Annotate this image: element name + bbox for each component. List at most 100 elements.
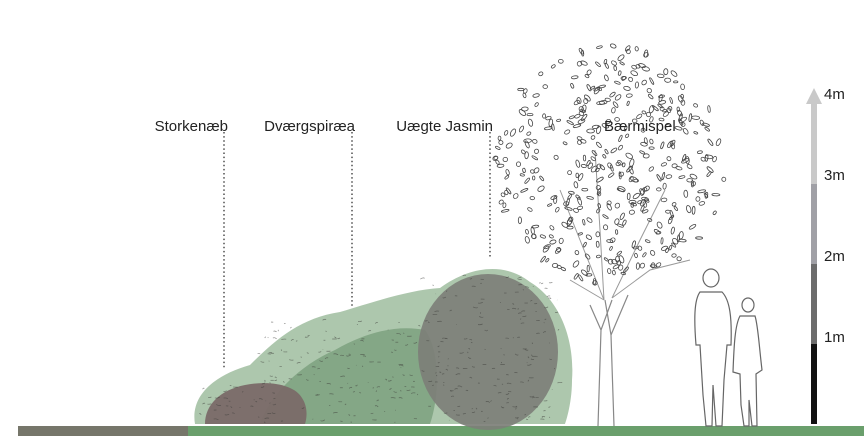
tree-leaf xyxy=(648,166,654,172)
shrub-leaf-stroke xyxy=(462,274,466,277)
tree-leaf xyxy=(596,188,602,196)
tree-leaf xyxy=(573,99,580,106)
tree-leaf xyxy=(595,167,600,173)
tree-leaf xyxy=(671,163,678,169)
tree-leaf xyxy=(524,236,530,244)
tree-leaf xyxy=(524,177,531,184)
shrub-leaf-stroke xyxy=(471,366,475,368)
shrub-leaf-stroke xyxy=(352,391,356,393)
tree-leaf xyxy=(649,264,658,268)
tree-leaf xyxy=(502,202,507,209)
tree-leaf xyxy=(527,118,534,127)
shrub-leaf-stroke xyxy=(290,339,294,341)
tree-leaf xyxy=(532,175,536,181)
tree-leaf xyxy=(566,120,574,126)
tree-leaf xyxy=(542,113,547,119)
tree-leaf xyxy=(617,54,625,61)
tree-leaf xyxy=(622,219,627,226)
tree-leaf xyxy=(677,109,683,117)
tree-leaf xyxy=(626,100,630,107)
scale-label-3m: 3m xyxy=(824,167,845,184)
shrub-leaf-stroke xyxy=(403,332,405,334)
tree-leaf xyxy=(661,172,666,181)
tree-leaf xyxy=(555,206,560,213)
tree-leaf xyxy=(669,139,676,147)
tree-leaf xyxy=(660,141,665,150)
tree-leaf xyxy=(623,85,631,91)
shrub-leaf-stroke xyxy=(264,417,270,419)
shrub-leaf-stroke xyxy=(346,354,352,357)
tree-leaf xyxy=(662,182,667,190)
tree-leaf xyxy=(525,229,529,235)
tree-leaf xyxy=(666,156,672,162)
tree-leaf xyxy=(580,113,588,122)
tree-leaf xyxy=(580,269,588,276)
shrub-leaf-stroke xyxy=(322,318,327,321)
tree-leaf xyxy=(596,100,605,106)
tree-leaf xyxy=(533,167,540,174)
tree-leaf xyxy=(675,166,683,171)
shrub-leaf-stroke xyxy=(418,325,421,327)
tree-leaf xyxy=(686,205,692,214)
tree-leaf xyxy=(656,187,662,192)
tree-leaf xyxy=(590,156,596,162)
tree-leaf xyxy=(649,77,655,85)
tree-leaf xyxy=(616,187,625,193)
tree-leaf xyxy=(614,117,620,122)
tree-trunk xyxy=(589,294,629,427)
tree-leaf xyxy=(601,123,610,129)
shrub-leaf-stroke xyxy=(450,395,455,397)
tree-leaf xyxy=(614,94,622,101)
shrub-leaf-stroke xyxy=(435,372,437,374)
tree-leaf xyxy=(625,93,633,98)
tree-leaf xyxy=(690,180,694,188)
tree-leaf xyxy=(647,218,653,222)
tree-leaf xyxy=(634,81,639,89)
shrub-leaf-stroke xyxy=(337,337,341,340)
shrub-leaf-stroke xyxy=(268,352,273,354)
shrub-leaf-stroke xyxy=(437,361,440,364)
tree-leaf xyxy=(668,105,673,111)
tree-leaf xyxy=(644,239,651,244)
shrub-leaf-stroke xyxy=(447,358,449,360)
tree-leaf xyxy=(704,154,709,162)
tree-leaf xyxy=(656,174,662,182)
tree-leaf xyxy=(664,123,671,128)
shrub-leaf-stroke xyxy=(376,399,380,402)
tree-leaf xyxy=(648,146,655,150)
tree-leaf xyxy=(572,260,580,268)
tree-leaf xyxy=(635,262,640,270)
shrub-storkenaeb-mass xyxy=(205,383,307,424)
tree-leaf xyxy=(549,225,555,231)
scale-label-2m: 2m xyxy=(824,248,845,265)
tree-leaf xyxy=(603,224,609,231)
tree-leaf xyxy=(505,187,512,195)
shrub-leaf-stroke xyxy=(449,309,452,312)
tree-leaf xyxy=(697,150,703,154)
tree-leaf xyxy=(662,111,669,117)
shrub-leaf-stroke xyxy=(223,397,229,399)
tree-leaf xyxy=(625,48,631,55)
shrub-leaf-stroke xyxy=(434,310,440,312)
tree-leaf xyxy=(545,258,550,263)
tree-leaf xyxy=(691,181,696,187)
tree-leaf xyxy=(599,164,605,171)
tree-leaf xyxy=(655,231,662,235)
tree-leaf xyxy=(577,118,586,124)
tree-leaf xyxy=(639,262,645,269)
shrub-leaf-stroke xyxy=(486,329,489,332)
tree-leaf xyxy=(553,154,559,160)
tree-leaf xyxy=(634,252,638,259)
tree-leaf xyxy=(673,206,678,211)
tree-leaf xyxy=(693,131,699,135)
tree-leaf xyxy=(558,58,564,64)
tree-leaf xyxy=(586,128,595,134)
tree-leaf xyxy=(649,138,654,145)
shrub-leaf-stroke xyxy=(333,353,339,356)
tree-leaf xyxy=(639,150,646,155)
tree-canopy-foliage xyxy=(492,43,727,286)
shrub-leaf-stroke xyxy=(515,416,519,419)
tree-leaf xyxy=(604,62,609,69)
tree-leaf xyxy=(680,99,686,106)
shrub-leaf-stroke xyxy=(398,397,403,399)
